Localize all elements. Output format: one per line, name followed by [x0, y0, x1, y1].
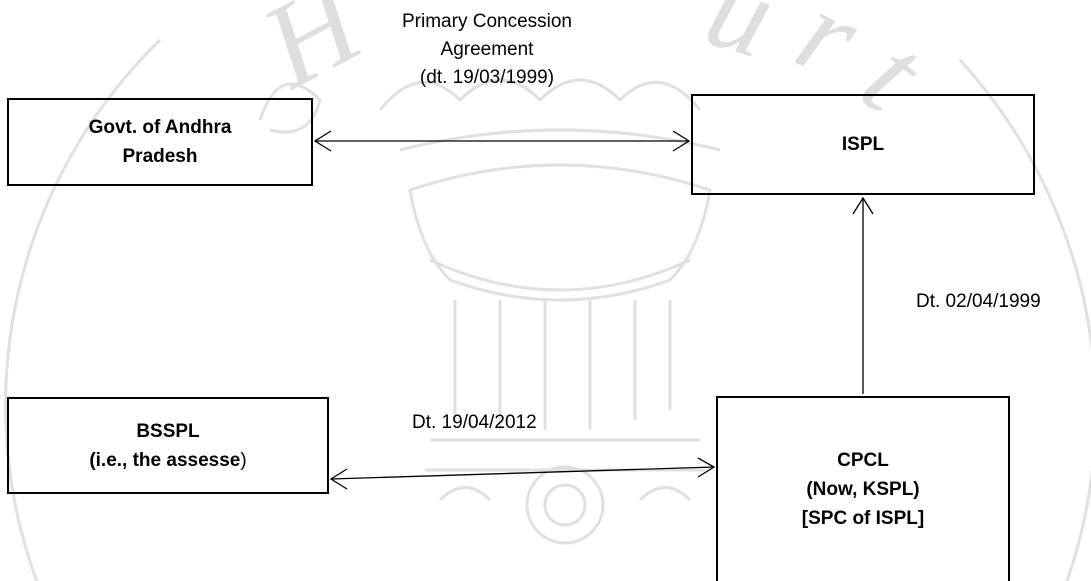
primary-agreement-label: Primary Concession Agreement (dt. 19/03/… [375, 8, 599, 92]
svg-text:r: r [779, 0, 880, 104]
arrowhead-right-icon [672, 130, 691, 152]
node-label-bold: (i.e., the assesse [89, 449, 241, 471]
connector-bsspl-cpcl [330, 466, 715, 480]
node-label-tail: ) [240, 449, 247, 471]
node-ispl: ISPL [691, 94, 1035, 195]
node-bsspl: BSSPL (i.e., the assesse) [7, 397, 329, 494]
node-label: BSSPL [136, 420, 200, 442]
node-label: (Now, KSPL) [806, 479, 920, 500]
arrowhead-left-icon [313, 130, 332, 152]
node-label: Govt. of Andhra [88, 117, 232, 138]
arrowhead-up-icon [852, 196, 874, 215]
label-line: Agreement [440, 39, 534, 60]
bsspl-cpcl-date-label: Dt. 19/04/2012 [412, 412, 537, 433]
label-line: (dt. 19/03/1999) [419, 67, 555, 88]
label-line: Primary Concession [402, 11, 572, 32]
svg-text:H: H [240, 0, 386, 114]
arrowhead-left-icon [329, 468, 348, 490]
node-label: Pradesh [122, 146, 198, 167]
node-cpcl: CPCL (Now, KSPL) [SPC of ISPL] [716, 396, 1010, 581]
node-label-line: (i.e., the assesse) [89, 446, 246, 475]
node-govt-andhra-pradesh: Govt. of Andhra Pradesh [7, 98, 313, 186]
cpcl-ispl-date-label: Dt. 02/04/1999 [916, 291, 1041, 312]
svg-text:u: u [692, 0, 790, 83]
node-label: ISPL [841, 134, 885, 155]
node-label: [SPC of ISPL] [801, 508, 925, 529]
node-label: CPCL [837, 450, 889, 471]
arrowhead-right-icon [697, 457, 716, 478]
